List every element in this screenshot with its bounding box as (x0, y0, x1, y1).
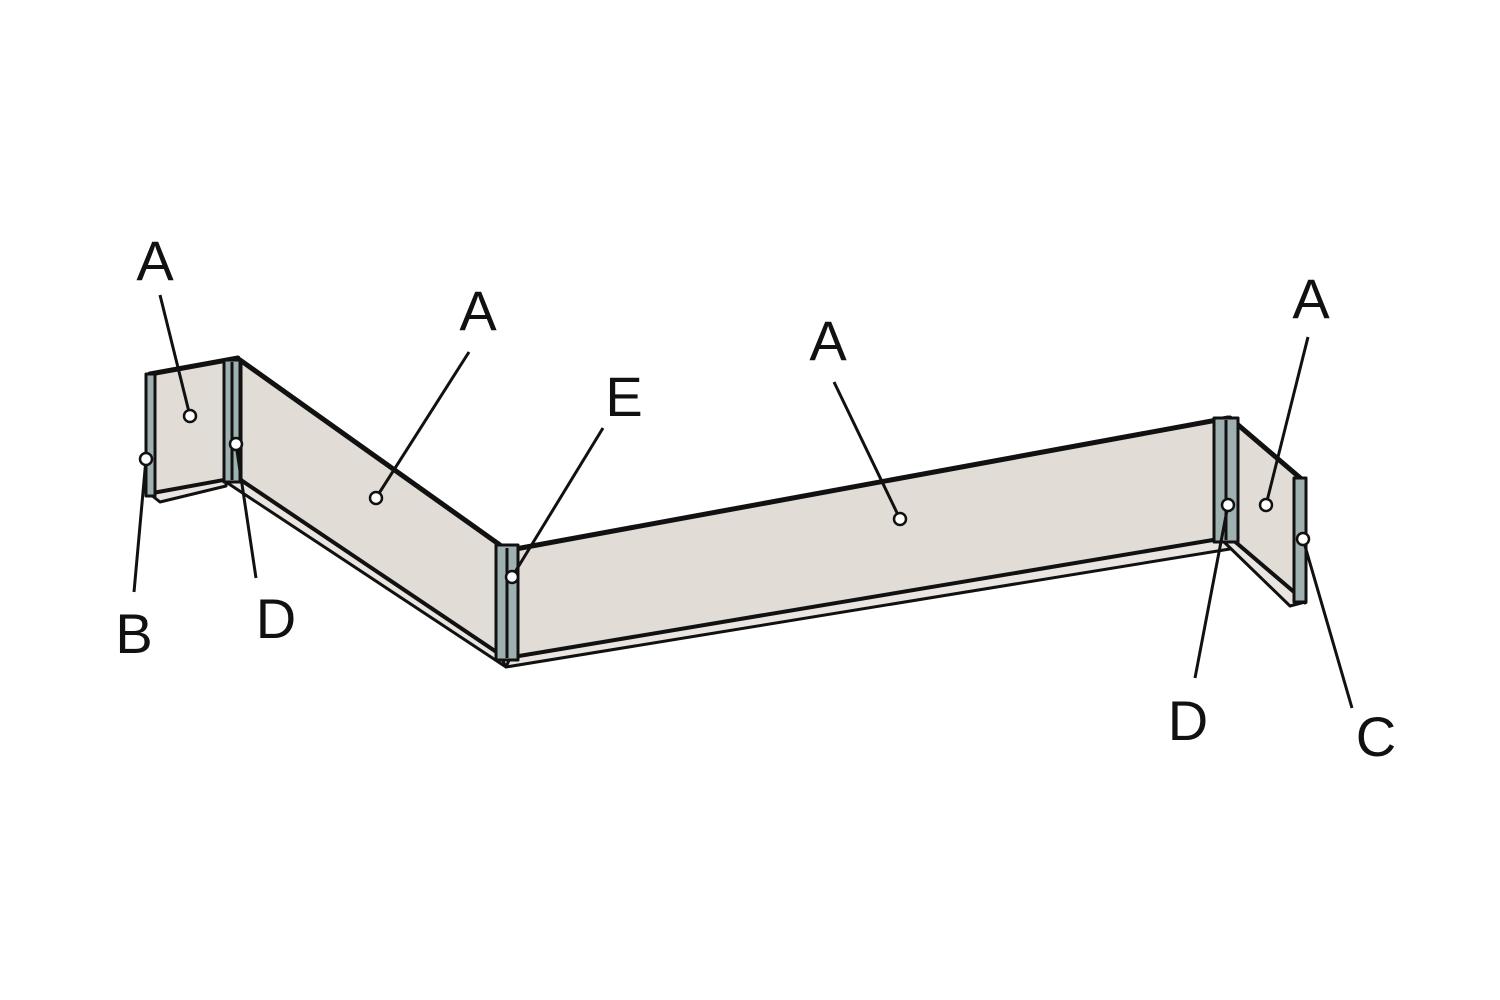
callout-label-d1: D (256, 587, 296, 650)
post-b (144, 372, 157, 498)
anchor-dot-a4 (1258, 497, 1274, 513)
leader-d1 (234, 443, 258, 579)
callout-label-b: B (115, 602, 152, 665)
anchor-dot-a1 (182, 408, 198, 424)
anchor-dot-b (138, 451, 154, 467)
callout-label-a3: A (809, 309, 847, 372)
leader-a2 (374, 351, 471, 499)
callout-labels: A A A A E B D D C (115, 229, 1396, 768)
callout-label-a4: A (1292, 267, 1330, 330)
callout-label-c: C (1356, 705, 1396, 768)
leader-a4 (1264, 336, 1310, 506)
anchor-dot-c (1295, 531, 1311, 547)
leader-b (132, 458, 148, 593)
anchor-dot-a3 (892, 511, 908, 527)
callout-label-e: E (605, 365, 642, 428)
leader-d2 (1193, 504, 1230, 679)
anchor-dot-d1 (228, 436, 244, 452)
anchor-dots (138, 408, 1311, 585)
anchor-dot-e (504, 569, 520, 585)
leader-a3 (832, 381, 902, 520)
callout-label-d2: D (1168, 689, 1208, 752)
anchor-dot-a2 (368, 490, 384, 506)
panel-group (147, 355, 1308, 669)
leader-a1 (158, 294, 192, 417)
panel-left-short-bottom-edge (148, 478, 228, 504)
callout-label-a1: A (136, 229, 174, 292)
callout-label-a2: A (459, 279, 497, 342)
leader-e (510, 427, 605, 578)
leader-lines (132, 294, 1354, 709)
leader-c (1301, 538, 1354, 709)
anchor-dot-d2 (1220, 497, 1236, 513)
